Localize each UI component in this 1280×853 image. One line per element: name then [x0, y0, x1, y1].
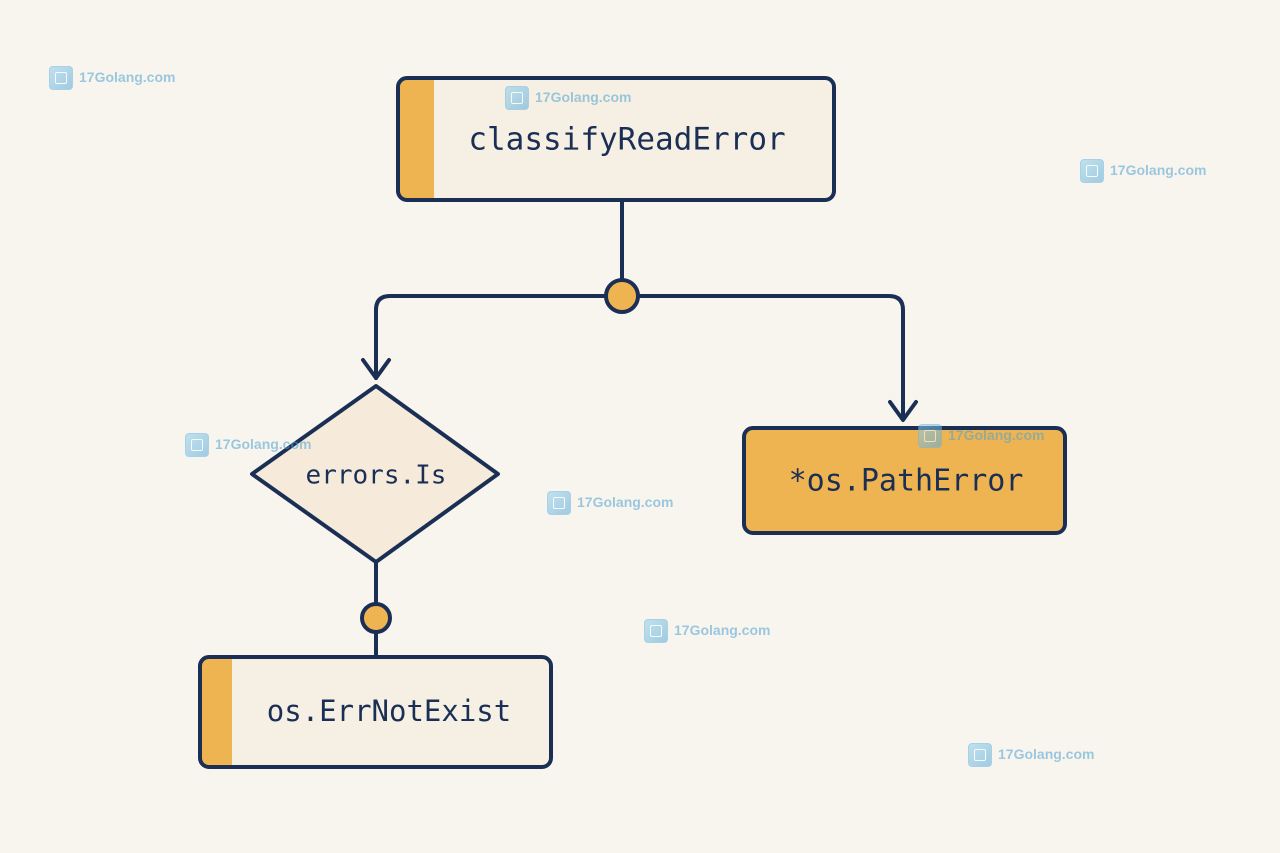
connector-junction-to-path-error: [636, 294, 905, 420]
junction-dot-top: [604, 278, 640, 314]
node-accent-bar: [398, 78, 434, 200]
node-label-errors-is: errors.Is: [306, 461, 447, 491]
node-path-error: *os.PathError: [742, 426, 1067, 535]
node-errors-is: errors.Is: [250, 384, 500, 564]
arrowhead-errors-is: [361, 358, 391, 380]
node-label-err-not-exist: os.ErrNotExist: [267, 694, 511, 728]
node-classify-read-error: classifyReadError: [396, 76, 836, 202]
node-accent-bar: [200, 657, 232, 767]
connectors: [361, 198, 918, 659]
node-label-path-error: *os.PathError: [789, 464, 1024, 499]
node-err-not-exist: os.ErrNotExist: [198, 655, 553, 769]
connector-junction-to-errors-is: [374, 294, 608, 380]
junction-dot-bottom: [360, 602, 392, 634]
node-label-classify: classifyReadError: [468, 122, 785, 158]
arrowhead-path-error: [888, 400, 918, 422]
